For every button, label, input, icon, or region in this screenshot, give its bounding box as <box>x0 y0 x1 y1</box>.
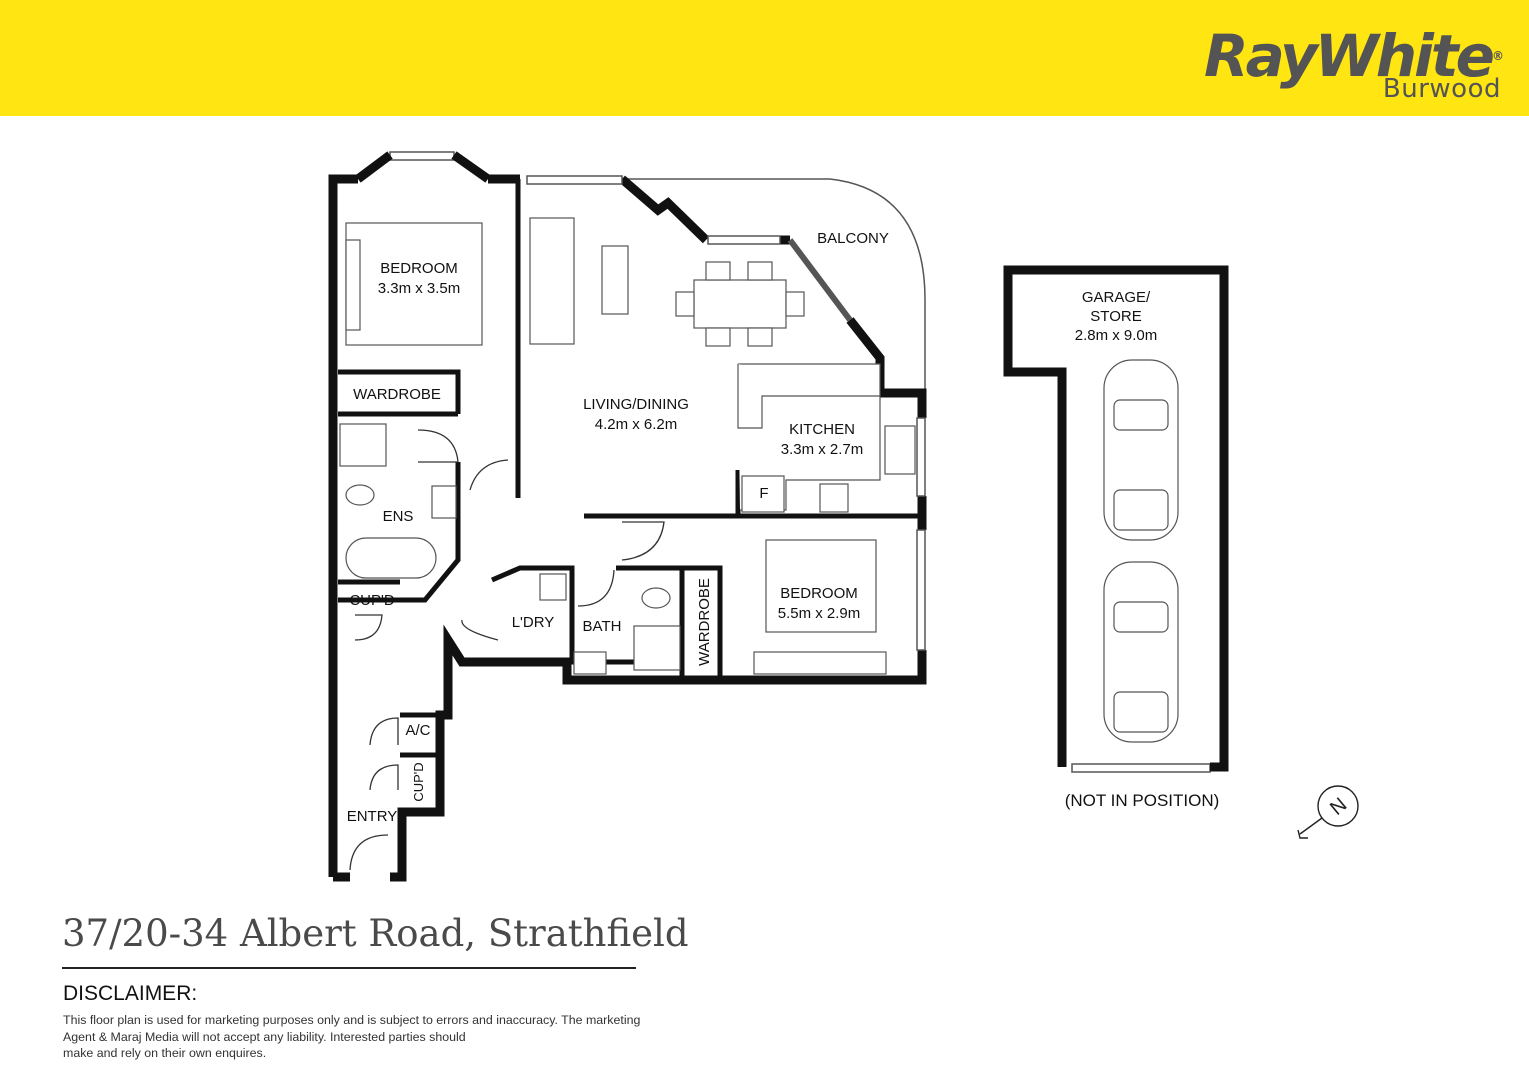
disclaimer-body: This floor plan is used for marketing pu… <box>63 1012 653 1062</box>
cars <box>1103 359 1179 743</box>
sofa <box>529 217 575 345</box>
shower-2 <box>633 625 681 671</box>
garage-note: (NOT IN POSITION) <box>1065 791 1220 810</box>
laundry-tub <box>539 573 567 601</box>
disclaimer-line2: Agent & Maraj Media will not accept any … <box>63 1029 466 1044</box>
entry-label: ENTRY <box>347 808 398 825</box>
fridge <box>741 475 785 513</box>
compass-letter: N <box>1326 794 1351 820</box>
kitchen-sink <box>884 425 916 475</box>
wardrobe1-label: WARDROBE <box>353 386 441 403</box>
bath-label: BATH <box>583 618 622 635</box>
wardrobe2-label: WARDROBE <box>696 578 713 666</box>
kitchen-name: KITCHEN <box>789 421 855 438</box>
bedroom1-size: 3.3m x 3.5m <box>378 280 461 297</box>
balcony-label: BALCONY <box>817 230 889 247</box>
laundry-label: L'DRY <box>512 614 555 631</box>
bed-2 <box>765 539 877 633</box>
dining-table <box>693 279 787 329</box>
coffee-table <box>601 245 629 315</box>
cupboard1-label: CUP'D <box>349 592 395 609</box>
north-arrow-icon: N <box>1297 785 1359 839</box>
living-size: 4.2m x 6.2m <box>595 416 678 433</box>
basin-2 <box>573 651 607 675</box>
garage-size: 2.8m x 9.0m <box>1075 327 1158 344</box>
bathtub <box>345 537 437 579</box>
toilet-2 <box>641 587 671 609</box>
walls <box>328 174 927 882</box>
address-underline <box>62 967 636 969</box>
doors <box>349 429 665 871</box>
property-address: 37/20-34 Albert Road, Strathfield <box>62 912 689 955</box>
garage-walls <box>1003 265 1229 772</box>
ensuite-label: ENS <box>383 508 414 525</box>
ac-label: A/C <box>405 722 430 739</box>
bedroom2-size: 5.5m x 2.9m <box>778 605 861 622</box>
disclaimer-line3: make and rely on their own enquires. <box>63 1046 267 1060</box>
brand-office: Burwood <box>1382 74 1501 104</box>
bedroom1-name: BEDROOM <box>380 260 458 277</box>
cooktop <box>819 483 849 513</box>
living-name: LIVING/DINING <box>583 396 689 413</box>
shower <box>339 423 387 467</box>
garage-name-2: STORE <box>1090 308 1141 325</box>
garage-name-1: GARAGE/ <box>1082 289 1151 306</box>
header-banner: RayWhite® Burwood <box>0 0 1529 116</box>
disclaimer-line1: This floor plan is used for marketing pu… <box>63 1013 641 1027</box>
balcony-outline <box>626 178 926 398</box>
furniture <box>339 217 916 675</box>
brand-logo: RayWhite® Burwood <box>1203 22 1504 104</box>
bed-1 <box>345 222 483 346</box>
kitchen-size: 3.3m x 2.7m <box>781 441 864 458</box>
cupboard2-label: CUP'D <box>411 762 426 801</box>
bedroom2-name: BEDROOM <box>780 585 858 602</box>
basin-1 <box>431 485 457 519</box>
disclaimer-title: DISCLAIMER: <box>63 982 198 1005</box>
fridge-label: F <box>759 485 768 502</box>
brand-name: RayWhite® <box>1203 22 1504 90</box>
toilet-1 <box>345 484 375 506</box>
